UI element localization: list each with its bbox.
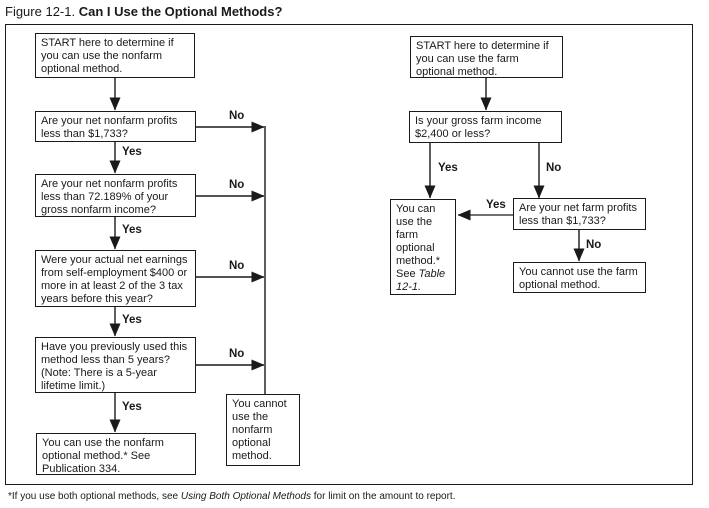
- footnote-reference: Using Both Optional Methods: [180, 491, 311, 502]
- label-yes-nonfarm-3: Yes: [122, 314, 142, 326]
- nonfarm-earnings-question-box: Were your actual net earnings from self-…: [35, 250, 196, 307]
- farm-income-question-box: Is your gross farm income $2,400 or less…: [409, 111, 562, 143]
- footnote-suffix: for limit on the amount to report.: [310, 491, 456, 502]
- farm-can-use-table-ref: Table 12-1.: [396, 268, 446, 293]
- farm-start-box: START here to determine if you can use t…: [410, 36, 563, 78]
- label-no-nonfarm-3: No: [229, 260, 245, 272]
- farm-profits-question-box: Are your net farm profits less than $1,7…: [513, 198, 646, 230]
- footnote: *If you use both optional methods, see U…: [8, 491, 455, 502]
- label-yes-nonfarm-4: Yes: [122, 401, 142, 413]
- label-no-nonfarm-4: No: [229, 348, 245, 360]
- label-yes-nonfarm-2: Yes: [122, 224, 142, 236]
- label-yes-nonfarm-1: Yes: [122, 146, 142, 158]
- nonfarm-cannot-use-box: You cannot use the nonfarm optional meth…: [226, 394, 300, 466]
- label-yes-farm-profits: Yes: [486, 199, 506, 211]
- footnote-prefix: *If you use both optional methods, see: [8, 491, 181, 502]
- label-yes-farm-income: Yes: [438, 162, 458, 174]
- nonfarm-percent-question-box: Are your net nonfarm profits less than 7…: [35, 174, 196, 217]
- nonfarm-start-box: START here to determine if you can use t…: [35, 33, 195, 78]
- nonfarm-profits-question-box: Are your net nonfarm profits less than $…: [35, 111, 196, 142]
- label-no-nonfarm-1: No: [229, 110, 245, 122]
- nonfarm-years-question-box: Have you previously used this method les…: [35, 337, 196, 393]
- figure-heading: Can I Use the Optional Methods?: [78, 4, 283, 19]
- figure-number: Figure 12-1.: [5, 4, 79, 19]
- farm-can-use-box: You can use the farm optional method.* S…: [390, 199, 456, 295]
- label-no-farm-profits: No: [586, 239, 602, 251]
- label-no-farm-income: No: [546, 162, 562, 174]
- figure-title: Figure 12-1. Can I Use the Optional Meth…: [5, 4, 282, 19]
- farm-cannot-use-box: You cannot use the farm optional method.: [513, 262, 646, 293]
- farm-can-use-text: You can use the farm optional method.* S…: [396, 203, 441, 280]
- label-no-nonfarm-2: No: [229, 179, 245, 191]
- nonfarm-can-use-box: You can use the nonfarm optional method.…: [36, 433, 196, 475]
